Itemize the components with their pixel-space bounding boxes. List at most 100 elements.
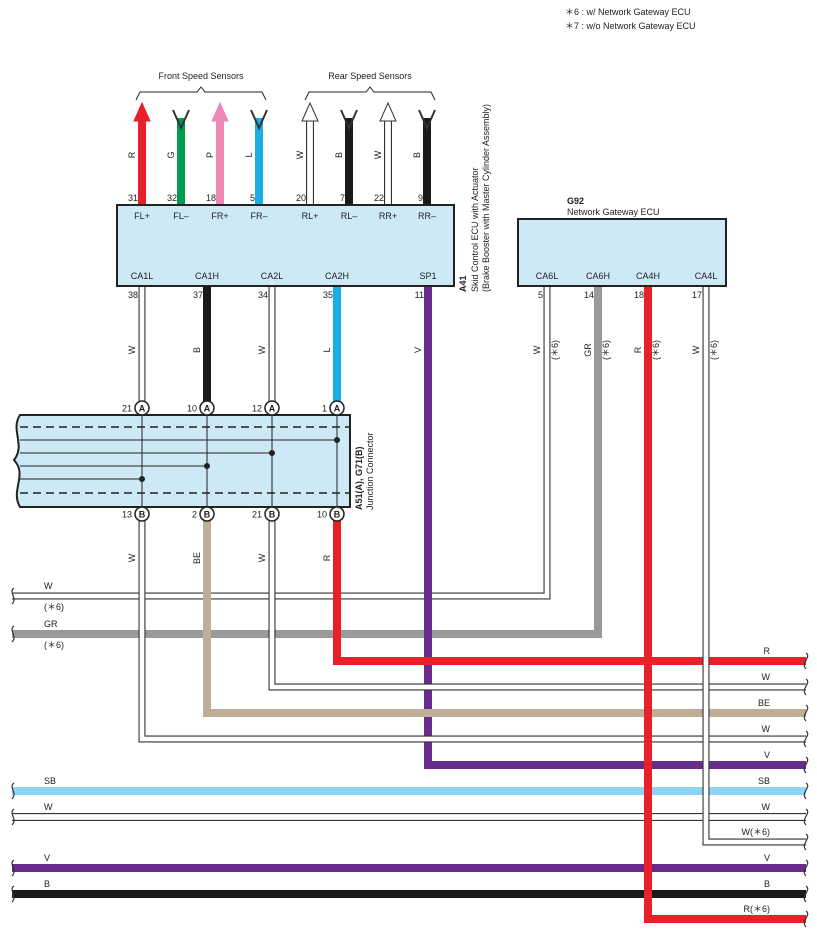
junction-top-pin — [199, 400, 215, 416]
right-wire-label: R — [764, 646, 771, 656]
right-wire-label: W — [762, 724, 771, 734]
junction-bottom-conn: B — [139, 510, 146, 520]
sensor-arrow-7 — [418, 109, 436, 131]
a41-top-pin-label: RL– — [341, 211, 358, 221]
left-cap-1 — [11, 625, 15, 643]
junction-bottom-pin-number: 21 — [252, 510, 262, 520]
junction-name: Junction Connector — [365, 432, 375, 510]
right-wire-label: W(＊6) — [742, 827, 771, 837]
g92-code: G92 — [567, 196, 584, 206]
right-cap-2 — [803, 704, 809, 722]
a41-bottom-pin-label: CA2H — [325, 271, 349, 281]
junction-top-conn: A — [269, 404, 276, 414]
left-wire-label: GR — [44, 619, 58, 629]
g92-pin-label: CA6H — [586, 271, 610, 281]
a41-bottom-wire-code: L — [322, 347, 332, 352]
sensor-arrow-1 — [172, 109, 190, 131]
a41-wire-code: R — [127, 151, 137, 158]
note-1: ＊6 : w/ Network Gateway ECU — [565, 7, 691, 17]
a41-wire-code: W — [373, 150, 383, 159]
g92-ecu-box — [517, 218, 727, 287]
junction-bottom-pin — [264, 506, 280, 522]
a41-bottom-pin-number: 37 — [193, 290, 203, 300]
wire-jb2-be — [203, 514, 806, 717]
left-wire-note: (＊6) — [44, 602, 64, 612]
right-wire-label: W — [762, 802, 771, 812]
rear-sensors-label: Rear Speed Sensors — [328, 71, 412, 81]
a41-bottom-wire-code: V — [413, 347, 423, 353]
junction-top-conn: A — [139, 404, 146, 414]
g92-wire-code: W — [532, 345, 542, 354]
junction-top-pin-number: 21 — [122, 404, 132, 414]
left-wire-label: W — [44, 581, 53, 591]
right-cap-5 — [803, 782, 809, 800]
junction-bottom-conn: B — [204, 510, 211, 520]
junction-bottom-pin — [134, 506, 150, 522]
junction-code: A51(A), G71(B) — [354, 446, 364, 510]
junction-top-conn: A — [204, 404, 211, 414]
front-sensors-brace — [135, 86, 267, 101]
left-cap-2 — [11, 782, 15, 800]
a41-top-pin-label: RR+ — [379, 211, 397, 221]
left-wire-note: (＊6) — [44, 640, 64, 650]
junction-top-conn: A — [334, 404, 341, 414]
a41-bottom-wire-code: W — [257, 345, 267, 354]
front-sensors-label: Front Speed Sensors — [158, 71, 244, 81]
a41-bottom-pin-number: 34 — [258, 290, 268, 300]
right-cap-3 — [803, 730, 809, 748]
right-cap-1 — [803, 678, 809, 696]
a41-code: A41 — [458, 275, 468, 292]
g92-wire-note: (＊6) — [709, 340, 719, 360]
junction-bottom-pin — [199, 506, 215, 522]
junction-top-pin — [134, 400, 150, 416]
junction-top-pin-number: 1 — [322, 404, 327, 414]
a41-ecu-box — [116, 204, 455, 287]
g92-pin-label: CA6L — [536, 271, 559, 281]
g92-wire-code: W — [691, 345, 701, 354]
g92-pin-label: CA4L — [695, 271, 718, 281]
g92-wire-note: (＊6) — [550, 340, 560, 360]
a41-bottom-pin-number: 38 — [128, 290, 138, 300]
junction-top-pin — [264, 400, 280, 416]
a41-wire-code: B — [334, 152, 344, 158]
sensor-arrow-3 — [250, 109, 268, 131]
bus-w6-left — [12, 286, 550, 599]
left-wire-label: B — [44, 879, 50, 889]
a41-top-pin-label: FR– — [250, 211, 267, 221]
wire-ca4l — [703, 286, 806, 845]
a41-wire-code: G — [166, 151, 176, 158]
right-wire-label: SB — [758, 776, 770, 786]
wire-ca4h — [644, 286, 806, 923]
g92-wire-note: (＊6) — [601, 340, 611, 360]
a41-top-pin-number: 22 — [374, 193, 384, 203]
right-cap-9 — [803, 885, 809, 903]
right-wire-label: B — [764, 879, 770, 889]
a41-wire-code: L — [244, 152, 254, 157]
junction-bottom-wire-code: BE — [192, 552, 202, 564]
junction-box — [12, 414, 351, 508]
a41-bottom-wire-code: B — [192, 347, 202, 353]
junction-bottom-wire-code: W — [257, 553, 267, 562]
note-2: ＊7 : w/o Network Gateway ECU — [565, 21, 696, 31]
right-wire-label: BE — [758, 698, 770, 708]
wire-sp1 — [424, 286, 806, 769]
junction-bottom-pin-number: 10 — [317, 510, 327, 520]
a41-name: Skid Control ECU with Actuator — [470, 167, 480, 292]
left-wire-label: V — [44, 853, 50, 863]
a41-bottom-pin-label: CA1H — [195, 271, 219, 281]
g92-pin-number: 14 — [584, 290, 594, 300]
left-cap-3 — [11, 808, 15, 826]
a41-top-pin-label: FR+ — [211, 211, 228, 221]
g92-wire-code: GR — [583, 343, 593, 357]
sensor-wires — [133, 101, 436, 205]
a41-wire-code: B — [412, 152, 422, 158]
a41-top-pin-label: RR– — [418, 211, 436, 221]
left-wire-label: W — [44, 802, 53, 812]
a41-top-pin-number: 32 — [167, 193, 177, 203]
g92-pin-label: CA4H — [636, 271, 660, 281]
a41-top-pin-label: RL+ — [302, 211, 319, 221]
junction-bottom-conn: B — [334, 510, 341, 520]
left-cap-4 — [11, 859, 15, 877]
junction-bottom-pin-number: 13 — [122, 510, 132, 520]
